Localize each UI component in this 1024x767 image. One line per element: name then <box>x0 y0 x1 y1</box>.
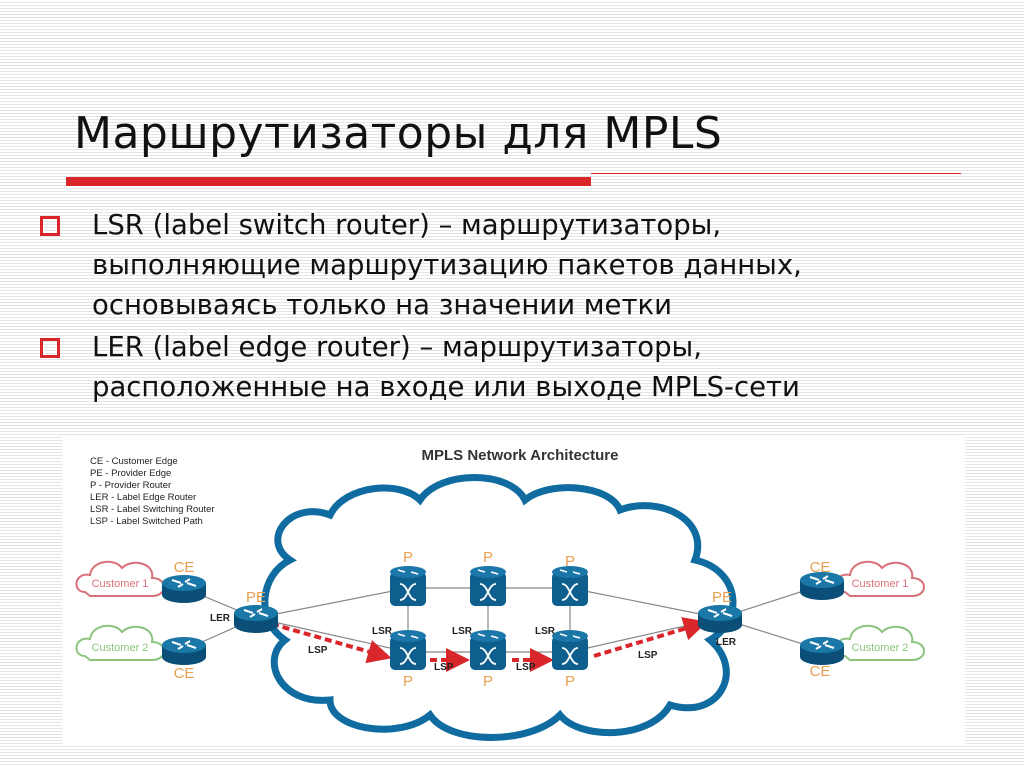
lsp-label: LSP <box>516 662 536 673</box>
slide-title: Маршрутизаторы для MPLS <box>74 108 723 159</box>
ce-label: CE <box>810 559 831 576</box>
p-label: P <box>403 549 413 566</box>
diagram-title: MPLS Network Architecture <box>422 447 619 464</box>
bullet-ler: LER (label edge router) – маршрутизаторы… <box>40 327 1000 407</box>
p-router-icon <box>389 565 427 607</box>
bullet-list: LSR (label switch router) – маршрутизато… <box>40 205 1000 409</box>
pe-router-icon <box>697 604 743 634</box>
bullet-square-icon <box>40 216 60 236</box>
title-rule <box>591 173 961 174</box>
p-label: P <box>483 673 493 690</box>
customer-2-right: Customer 2 <box>835 624 925 661</box>
legend-item: P - Provider Router <box>90 480 171 491</box>
lsp-path <box>271 617 708 672</box>
p-router-icon <box>469 565 507 607</box>
bullet-square-icon <box>40 338 60 358</box>
ce-label: CE <box>174 665 195 682</box>
pe-router-icon <box>233 604 279 634</box>
mpls-diagram: MPLS Network Architecture CE - Customer … <box>62 437 965 745</box>
customer-2-label: Customer 2 <box>852 642 909 654</box>
bullet-line: LSR (label switch router) – маршрутизато… <box>92 209 722 241</box>
pe-label: PE <box>246 589 266 606</box>
bullet-line: LER (label edge router) – маршрутизаторы… <box>92 331 703 363</box>
ce-router-icon <box>161 574 207 604</box>
legend-item: PE - Provider Edge <box>90 468 171 479</box>
bullet-lsr: LSR (label switch router) – маршрутизато… <box>40 205 1000 325</box>
bullet-line: основываясь только на значении метки <box>92 289 672 321</box>
ce-label: CE <box>810 663 831 680</box>
p-label: P <box>483 549 493 566</box>
ce-router-icon <box>799 571 845 601</box>
lsp-label: LSP <box>308 645 328 656</box>
lsr-label: LSR <box>452 626 473 637</box>
mpls-cloud <box>261 474 737 741</box>
customer-2-label: Customer 2 <box>92 642 149 654</box>
ce-router-icon <box>161 636 207 666</box>
legend-item: LSP - Label Switched Path <box>90 516 203 527</box>
lsp-label: LSP <box>638 650 658 661</box>
bullet-line: выполняющие маршрутизацию пакетов данных… <box>92 249 802 281</box>
customer-1-right: Customer 1 <box>835 560 925 597</box>
lsr-label: LSR <box>535 626 556 637</box>
diagram-svg: MPLS Network Architecture CE - Customer … <box>75 447 925 741</box>
p-label: P <box>565 673 575 690</box>
p-router-icon <box>389 629 427 671</box>
customer-1-label: Customer 1 <box>92 578 149 590</box>
p-label: P <box>565 553 575 570</box>
legend-item: LSR - Label Switching Router <box>90 504 215 515</box>
legend: CE - Customer Edge PE - Provider Edge P … <box>90 456 215 527</box>
ce-router-icon <box>799 636 845 666</box>
p-router-icon <box>551 565 589 607</box>
ler-label: LER <box>716 637 737 648</box>
legend-item: CE - Customer Edge <box>90 456 178 467</box>
pe-label: PE <box>712 589 732 606</box>
ler-label: LER <box>210 613 231 624</box>
customer-1-label: Customer 1 <box>852 578 909 590</box>
customer-2-left: Customer 2 <box>75 624 165 661</box>
ce-label: CE <box>174 559 195 576</box>
p-label: P <box>403 673 413 690</box>
title-underline <box>66 177 591 186</box>
p-router-icon <box>551 629 589 671</box>
bullet-line: расположенные на входе или выходе MPLS-с… <box>92 371 800 403</box>
customer-1-left: Customer 1 <box>75 560 165 597</box>
lsp-label: LSP <box>434 662 454 673</box>
p-router-icon <box>469 629 507 671</box>
legend-item: LER - Label Edge Router <box>90 492 196 503</box>
lsr-label: LSR <box>372 626 393 637</box>
